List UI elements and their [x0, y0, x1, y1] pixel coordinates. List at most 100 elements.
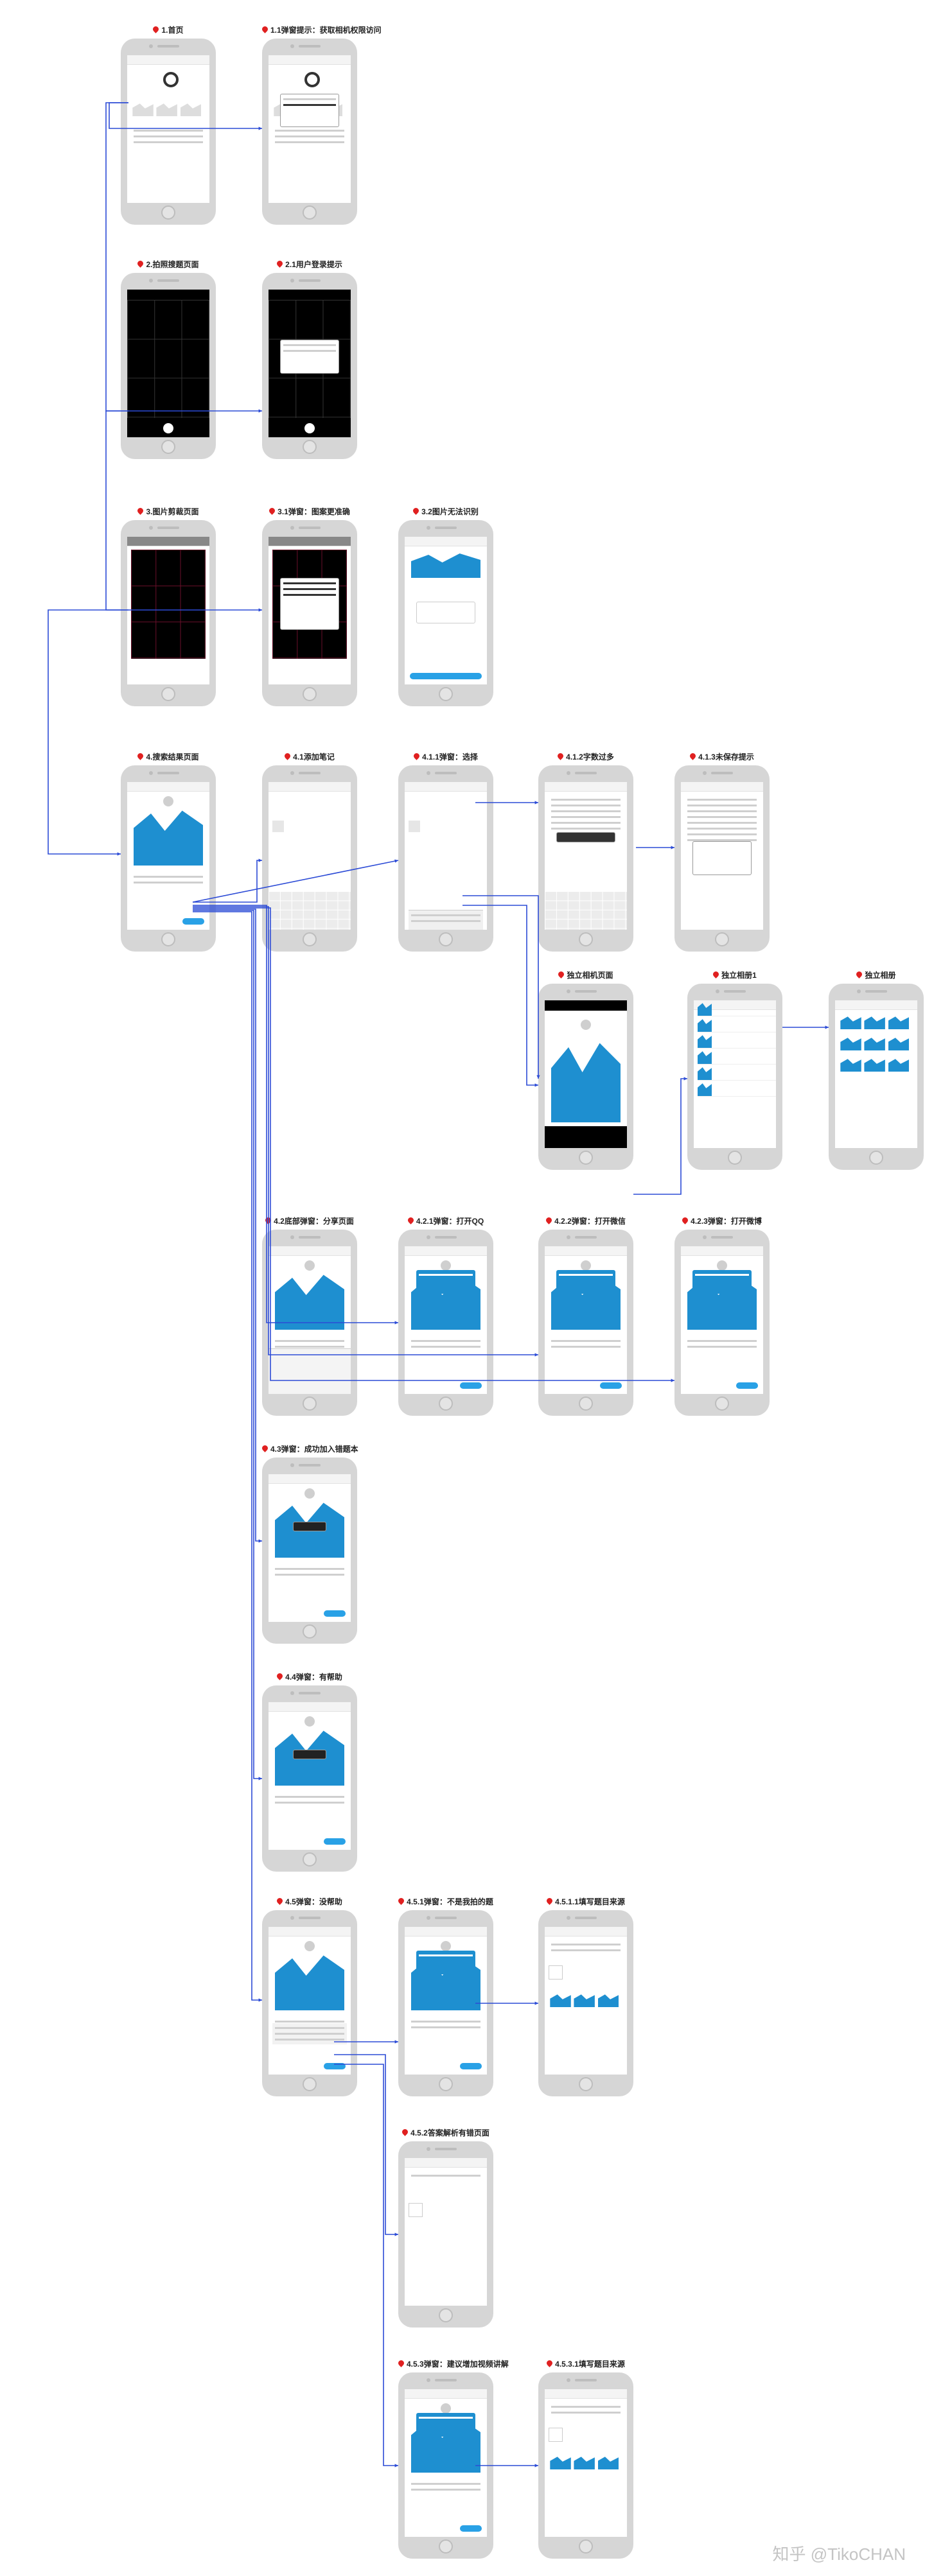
phone-mockup [538, 2372, 633, 2559]
speaker-icon [299, 279, 321, 282]
arrowhead-icon [534, 1353, 538, 1357]
speaker-icon [575, 772, 597, 774]
screen-title-text: 独立相机页面 [567, 971, 613, 980]
phone-screen [545, 2389, 627, 2537]
speaker-icon [299, 1464, 321, 1466]
screen-s421: 4.2.1弹窗：打开QQ [398, 1215, 493, 1416]
camera-dot-icon [290, 279, 294, 283]
phone-mockup [398, 520, 493, 706]
home-button-icon [303, 932, 317, 946]
screen-title: 4.4弹窗：有帮助 [262, 1671, 357, 1683]
screen-title: 4.5.1.1填写题目来源 [538, 1896, 633, 1908]
screen-title: 4.1.3未保存提示 [674, 751, 770, 763]
screen-title: 4.2.3弹窗：打开微博 [674, 1215, 770, 1227]
arrowhead-icon [258, 858, 262, 862]
speaker-icon [575, 1236, 597, 1239]
screen-title-text: 4.1.2字数过多 [566, 753, 614, 761]
arrowhead-icon [671, 846, 674, 849]
screen-title-text: 4.5弹窗：没帮助 [285, 1897, 342, 1906]
speaker-icon [435, 1917, 457, 1919]
screen-s1: 1.首页 [121, 25, 216, 225]
screen-s42: 4.2底部弹窗：分享页面 [262, 1216, 357, 1416]
screen-title-text: 3.图片剪裁页面 [146, 507, 199, 516]
screen-sca: 独立相机页面 [538, 970, 633, 1170]
flow-connector [109, 102, 262, 129]
camera-dot-icon [149, 771, 153, 775]
home-button-icon [161, 932, 175, 946]
screen-title: 4.2.2弹窗：打开微信 [538, 1215, 633, 1227]
camera-dot-icon [290, 1235, 294, 1239]
speaker-icon [299, 772, 321, 774]
speaker-icon [435, 527, 457, 529]
screen-title-text: 4.5.3弹窗：建议增加视频讲解 [407, 2360, 509, 2369]
home-button-icon [303, 687, 317, 701]
arrowhead-icon [258, 608, 262, 612]
arrowhead-icon [394, 2464, 398, 2467]
arrowhead-icon [258, 1998, 262, 2002]
arrowhead-icon [258, 1539, 262, 1543]
screen-s41: 4.1添加笔记 [262, 752, 357, 952]
speaker-icon [157, 45, 179, 48]
screen-s3: 3.图片剪裁页面 [121, 507, 216, 706]
screen-title-text: 4.搜索结果页面 [146, 753, 199, 761]
phone-mockup [121, 273, 216, 459]
speaker-icon [435, 772, 457, 774]
phone-screen [269, 782, 351, 930]
flow-connector [105, 102, 262, 412]
flow-connector [48, 609, 128, 855]
phone-screen [681, 782, 763, 930]
phone-screen [269, 55, 351, 203]
screen-s11: 1.1弹窗提示：获取相机权限访问 [261, 25, 382, 225]
screen-title-text: 1.首页 [161, 26, 184, 35]
home-button-icon [161, 205, 175, 220]
screen-title: 4.1.2字数过多 [538, 751, 633, 763]
home-button-icon [303, 1852, 317, 1867]
camera-dot-icon [290, 526, 294, 530]
screen-title: 独立相机页面 [538, 970, 633, 981]
home-button-icon [869, 1151, 883, 1165]
screen-title: 4.1.1弹窗：选择 [398, 751, 493, 763]
arrowhead-icon [258, 1777, 262, 1780]
camera-dot-icon [703, 1235, 707, 1239]
home-button-icon [439, 687, 453, 701]
phone-screen [269, 290, 351, 437]
arrowhead-icon [534, 2464, 538, 2467]
screen-s452: 4.5.2答案解析有错页面 [398, 2128, 493, 2328]
phone-mockup [398, 2141, 493, 2328]
camera-dot-icon [290, 1691, 294, 1695]
home-button-icon [439, 2308, 453, 2322]
speaker-icon [724, 990, 746, 993]
phone-screen [681, 1246, 763, 1394]
screen-title: 4.5.1弹窗：不是我拍的题 [397, 1896, 493, 1908]
flow-connector [193, 907, 674, 1381]
arrowhead-icon [534, 2001, 538, 2005]
camera-dot-icon [290, 1463, 294, 1467]
phone-mockup [674, 765, 770, 952]
phone-mockup [674, 1230, 770, 1416]
speaker-icon [435, 2379, 457, 2381]
screen-s2: 2.拍照搜题页面 [121, 259, 216, 459]
screen-title: 独立相册 [829, 970, 924, 981]
camera-dot-icon [427, 2378, 430, 2382]
screen-s31: 3.1弹窗：图案更准确 [262, 507, 357, 706]
home-button-icon [579, 1397, 593, 1411]
home-button-icon [303, 1624, 317, 1639]
screen-s4: 4.搜索结果页面 [121, 752, 216, 952]
screen-title: 4.5.2答案解析有错页面 [398, 2127, 493, 2139]
speaker-icon [299, 1917, 321, 1919]
camera-dot-icon [149, 279, 153, 283]
home-button-icon [579, 2539, 593, 2554]
screen-s43: 4.3弹窗：成功加入错题本 [261, 1444, 358, 1644]
camera-dot-icon [427, 1235, 430, 1239]
camera-dot-icon [427, 2147, 430, 2151]
phone-screen [269, 1474, 351, 1622]
screen-title-text: 1.1弹窗提示：获取相机权限访问 [270, 26, 382, 35]
phone-screen [127, 55, 209, 203]
arrowhead-icon [534, 801, 538, 805]
phone-mockup [538, 1230, 633, 1416]
screen-title: 4.2.1弹窗：打开QQ [398, 1215, 493, 1227]
flow-connector [334, 2064, 398, 2466]
phone-mockup [538, 984, 633, 1170]
arrowhead-icon [534, 1083, 538, 1087]
